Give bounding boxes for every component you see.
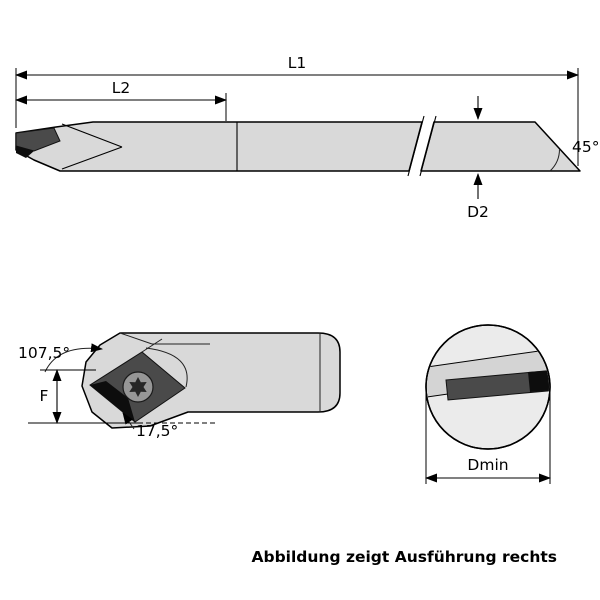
insert-tip-side-view: [16, 146, 34, 158]
chamfer-angle-annotation: 45°: [549, 138, 599, 172]
clamp-chevron: [61, 123, 123, 170]
dim-d2-label: D2: [467, 203, 489, 221]
dim-f-label: F: [40, 387, 49, 405]
torx-screw-icon: [122, 371, 154, 403]
edge-extension-line: [141, 338, 163, 353]
insert-angle-label: 107,5°: [18, 344, 70, 362]
insert-side-view: [15, 127, 61, 152]
insert-tip-end-view: [528, 370, 549, 392]
tool-end-view: Dmin: [425, 324, 551, 484]
front-chamfer-line: [119, 332, 153, 345]
pocket-edge-line: [145, 347, 188, 388]
dim-l1-label: L1: [288, 54, 307, 72]
drawing-caption: Abbildung zeigt Ausführung rechts: [251, 548, 557, 566]
dimension-d2: D2: [467, 96, 489, 221]
break-lines: [407, 115, 437, 177]
tool-front-view: 107,5° F 17,5°: [18, 332, 341, 440]
dimension-f: F: [28, 369, 215, 424]
insert-cutting-edge: [90, 381, 135, 422]
edge-angle-annotation: 17,5°: [122, 412, 178, 440]
end-view-pocket: [427, 347, 549, 401]
dimension-dmin: Dmin: [425, 392, 551, 484]
dimension-l2: L2: [15, 79, 227, 121]
chamfer-angle-label: 45°: [572, 138, 599, 156]
dim-l2-label: L2: [112, 79, 131, 97]
insert-angle-annotation: 107,5°: [18, 343, 103, 373]
edge-angle-label: 17,5°: [136, 422, 178, 440]
dimension-l1: L1: [15, 54, 579, 166]
tool-side-view: L1 L2 D2 45°: [15, 54, 599, 221]
dim-dmin-label: Dmin: [467, 456, 508, 474]
